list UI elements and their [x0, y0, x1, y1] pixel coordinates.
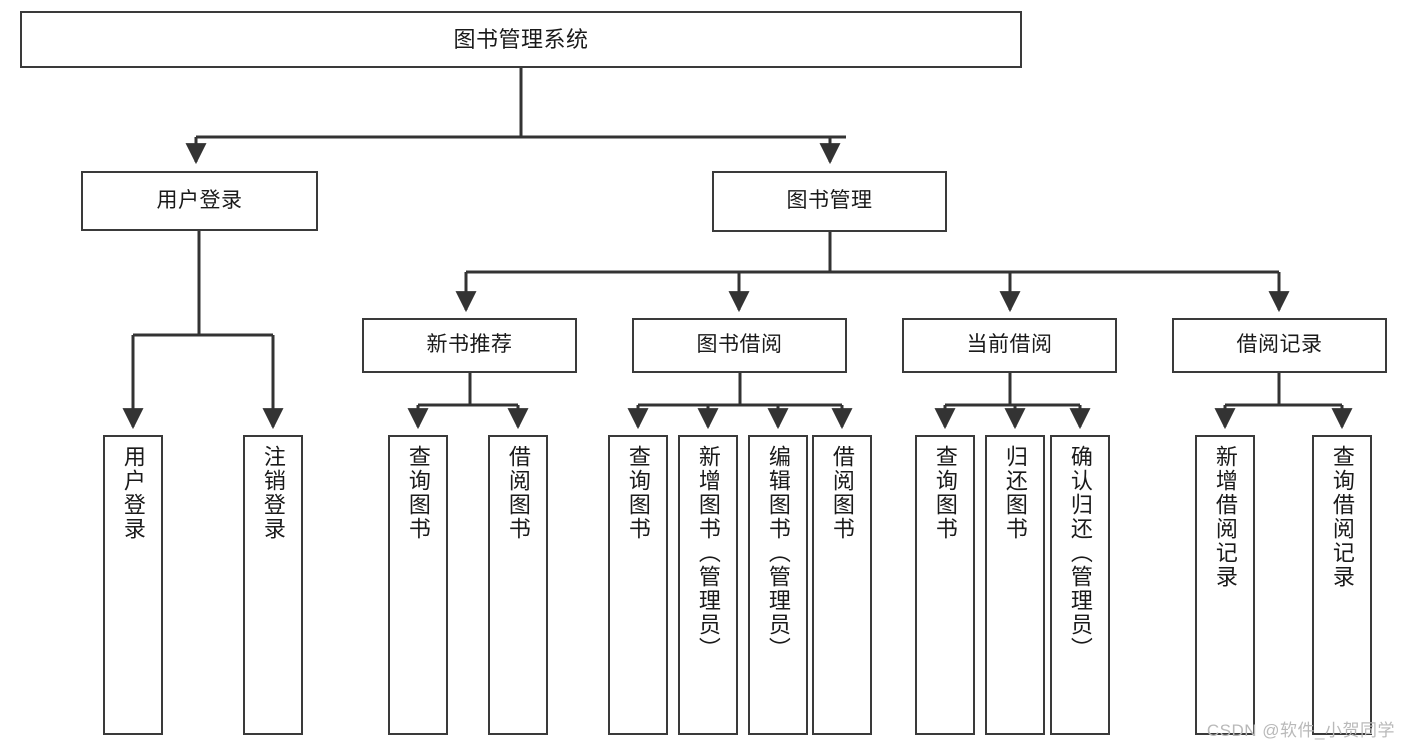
- node-user-login[interactable]: 用户登录: [81, 171, 318, 231]
- leaf-query-record[interactable]: 查询借阅记录: [1312, 435, 1372, 735]
- leaf-query-book-2[interactable]: 查询图书: [608, 435, 668, 735]
- leaf-query-book-3[interactable]: 查询图书: [915, 435, 975, 735]
- node-book-borrow-label: 图书借阅: [696, 333, 783, 357]
- node-borrow-record-label: 借阅记录: [1236, 333, 1323, 357]
- leaf-user-logout[interactable]: 注销登录: [243, 435, 303, 735]
- node-borrow-record[interactable]: 借阅记录: [1172, 318, 1387, 373]
- node-root[interactable]: 图书管理系统: [20, 11, 1022, 68]
- node-new-book-recommend[interactable]: 新书推荐: [362, 318, 577, 373]
- leaf-confirm-return[interactable]: 确认归还（管理员）: [1050, 435, 1110, 735]
- leaf-return-book[interactable]: 归还图书: [985, 435, 1045, 735]
- leaf-query-book-1[interactable]: 查询图书: [388, 435, 448, 735]
- node-user-login-label: 用户登录: [156, 188, 243, 212]
- leaf-add-book-label: 新增图书（管理员）: [695, 445, 721, 661]
- leaf-edit-book[interactable]: 编辑图书（管理员）: [748, 435, 808, 735]
- leaf-user-logout-label: 注销登录: [260, 445, 286, 541]
- leaf-return-book-label: 归还图书: [1002, 445, 1028, 541]
- leaf-query-record-label: 查询借阅记录: [1329, 445, 1355, 589]
- node-book-manage[interactable]: 图书管理: [712, 171, 947, 232]
- leaf-borrow-book-1[interactable]: 借阅图书: [488, 435, 548, 735]
- node-book-manage-label: 图书管理: [786, 189, 873, 213]
- leaf-query-book-1-label: 查询图书: [405, 445, 431, 541]
- leaf-borrow-book-2-label: 借阅图书: [829, 445, 855, 541]
- leaf-user-login[interactable]: 用户登录: [103, 435, 163, 735]
- node-current-borrow[interactable]: 当前借阅: [902, 318, 1117, 373]
- watermark: CSDN @软件_小贺同学: [1206, 721, 1395, 740]
- leaf-query-book-3-label: 查询图书: [932, 445, 958, 541]
- leaf-add-record-label: 新增借阅记录: [1212, 445, 1238, 589]
- leaf-add-record[interactable]: 新增借阅记录: [1195, 435, 1255, 735]
- leaf-user-login-label: 用户登录: [120, 445, 146, 541]
- leaf-query-book-2-label: 查询图书: [625, 445, 651, 541]
- leaf-borrow-book-1-label: 借阅图书: [505, 445, 531, 541]
- leaf-borrow-book-2[interactable]: 借阅图书: [812, 435, 872, 735]
- node-current-borrow-label: 当前借阅: [966, 333, 1053, 357]
- node-new-book-recommend-label: 新书推荐: [426, 333, 513, 357]
- leaf-edit-book-label: 编辑图书（管理员）: [765, 445, 791, 661]
- leaf-add-book[interactable]: 新增图书（管理员）: [678, 435, 738, 735]
- leaf-confirm-return-label: 确认归还（管理员）: [1067, 445, 1093, 661]
- node-book-borrow[interactable]: 图书借阅: [632, 318, 847, 373]
- node-root-label: 图书管理系统: [453, 26, 589, 52]
